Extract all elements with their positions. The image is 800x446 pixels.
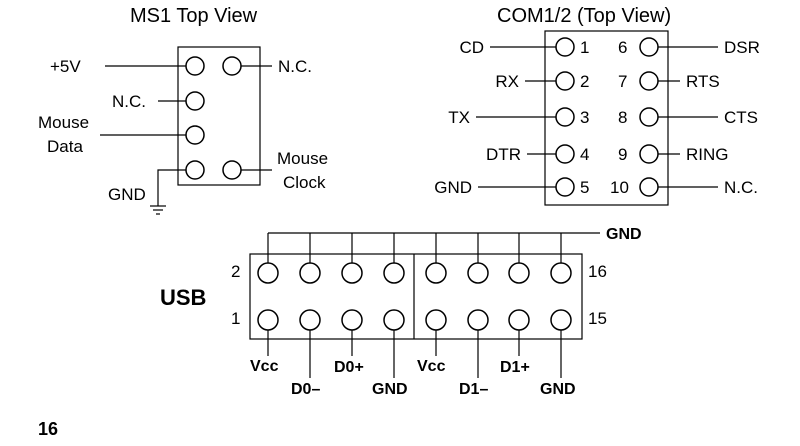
com-pin-number-right: 9 xyxy=(618,145,627,164)
ms1-label-nc-left: N.C. xyxy=(112,92,146,111)
ms1-label-nc-right: N.C. xyxy=(278,57,312,76)
com-signal-right: CTS xyxy=(724,108,758,127)
usb-pin xyxy=(341,309,363,331)
com-connector: COM1/2 (Top View) 1 6 CD DSR 2 7 RX RTS 3 8 TX CTS 4… xyxy=(434,5,760,206)
ms1-pin xyxy=(185,160,205,180)
usb-row-top-left: 2 xyxy=(231,262,240,281)
usb-pin xyxy=(299,309,321,331)
ms1-pin xyxy=(222,56,242,76)
usb-label-d1-minus: D1– xyxy=(459,381,488,398)
usb-title: USB xyxy=(160,285,206,310)
ms1-body xyxy=(177,46,261,186)
com-pin-number-left: 5 xyxy=(580,178,589,197)
usb-label-d0-minus: D0– xyxy=(291,381,320,398)
com-pin-number-left: 4 xyxy=(580,145,589,164)
ms1-gnd-lead xyxy=(157,169,186,206)
usb-pin xyxy=(508,309,530,331)
ms1-label-mouse-clock-line2: Clock xyxy=(283,173,326,192)
com-pin-number-right: 6 xyxy=(618,38,627,57)
usb-pin xyxy=(383,262,405,284)
ms1-connector: MS1 Top View +5V N.C. N.C. Mouse Data Mo… xyxy=(38,5,328,215)
page-number: 16 xyxy=(38,419,58,439)
com-body xyxy=(544,30,669,206)
ms1-pin xyxy=(185,56,205,76)
usb-pin xyxy=(467,309,489,331)
com-pin xyxy=(639,107,659,127)
usb-connector: USB GND 2 1 16 15 Vcc D0– D0+ GND Vcc D1… xyxy=(160,226,642,398)
com-pin xyxy=(639,144,659,164)
usb-label-d0-plus: D0+ xyxy=(334,359,364,376)
usb-row-top-right: 16 xyxy=(588,262,607,281)
usb-pin xyxy=(425,309,447,331)
usb-row-bottom-right: 15 xyxy=(588,309,607,328)
com-signal-right: N.C. xyxy=(724,178,758,197)
ms1-label-mouse-data-line1: Mouse xyxy=(38,113,89,132)
usb-pin xyxy=(257,309,279,331)
com-pin-number-right: 7 xyxy=(618,72,627,91)
com-pin xyxy=(555,71,575,91)
com-pin xyxy=(639,71,659,91)
ground-symbol-icon xyxy=(150,205,166,215)
com-signal-left: CD xyxy=(459,38,484,57)
usb-pin xyxy=(425,262,447,284)
usb-pin xyxy=(341,262,363,284)
ms1-pin xyxy=(222,160,242,180)
com-pin-number-right: 10 xyxy=(610,178,629,197)
com-signal-left: DTR xyxy=(486,145,521,164)
com-pin xyxy=(639,37,659,57)
ms1-label-mouse-clock-line1: Mouse xyxy=(277,149,328,168)
usb-pin xyxy=(550,262,572,284)
usb-pin xyxy=(299,262,321,284)
com-pin-number-left: 1 xyxy=(580,38,589,57)
usb-pin xyxy=(467,262,489,284)
usb-label-gnd0: GND xyxy=(372,381,408,398)
ms1-pin xyxy=(185,91,205,111)
com-signal-left: RX xyxy=(495,72,519,91)
ms1-pin xyxy=(185,125,205,145)
com-pin-number-right: 8 xyxy=(618,108,627,127)
usb-pin xyxy=(383,309,405,331)
com-pin xyxy=(555,177,575,197)
usb-pin xyxy=(257,262,279,284)
usb-label-gnd1: GND xyxy=(540,381,576,398)
usb-pin xyxy=(508,262,530,284)
com-pin-number-left: 2 xyxy=(580,72,589,91)
com-signal-right: DSR xyxy=(724,38,760,57)
com-pin xyxy=(555,144,575,164)
usb-pin xyxy=(550,309,572,331)
usb-row-bottom-left: 1 xyxy=(231,309,240,328)
com-signal-right: RTS xyxy=(686,72,720,91)
com-pin xyxy=(555,107,575,127)
com-pin-number-left: 3 xyxy=(580,108,589,127)
ms1-label-mouse-data-line2: Data xyxy=(47,137,83,156)
com-signal-left: GND xyxy=(434,178,472,197)
ms1-title: MS1 Top View xyxy=(130,5,258,27)
com-pin xyxy=(555,37,575,57)
com-signal-left: TX xyxy=(448,108,470,127)
usb-body xyxy=(249,253,583,340)
usb-label-gnd-top: GND xyxy=(606,226,642,243)
com-pin xyxy=(639,177,659,197)
com-signal-right: RING xyxy=(686,145,729,164)
ms1-label-plus5v: +5V xyxy=(50,57,81,76)
com-title: COM1/2 (Top View) xyxy=(497,5,671,27)
usb-label-vcc0: Vcc xyxy=(250,358,279,375)
usb-label-d1-plus: D1+ xyxy=(500,359,530,376)
ms1-label-gnd: GND xyxy=(108,185,146,204)
usb-label-vcc1: Vcc xyxy=(417,358,446,375)
